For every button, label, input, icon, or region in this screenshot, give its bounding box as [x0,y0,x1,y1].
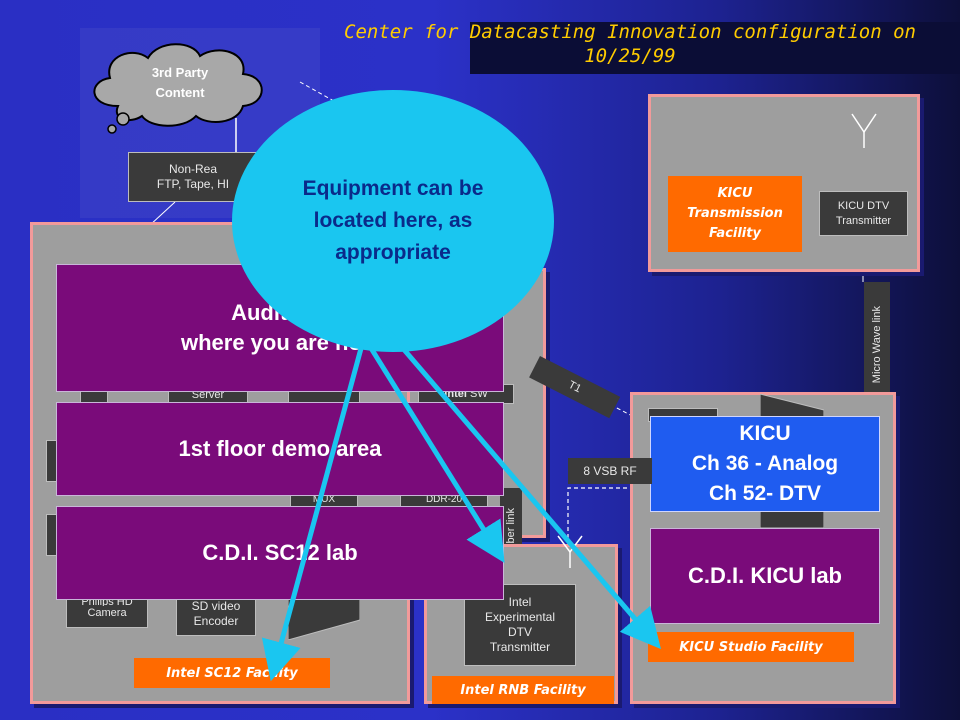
encoder-line-1: SD video [191,599,241,613]
rnb-tx-line-1: Intel [508,595,532,609]
rnb-tx-line-2: Experimental [484,610,556,624]
demo-area-label: 1st floor demo area [178,436,382,461]
arrow-to-rnb [353,322,505,563]
equipment-location-bubble: Equipment can be located here, as approp… [232,90,554,352]
first-floor-demo-area-box: 1st floor demo area [56,402,504,496]
microwave-link-strip: Micro Wave link [864,282,890,408]
camera-line-2: Camera [87,607,127,619]
non-real-line-2: FTP, Tape, HI [156,177,230,191]
rnb-tx-line-3: DTV [508,625,532,639]
kicu-channel-box: KICU Ch 36 - Analog Ch 52- DTV [650,416,880,512]
cloud-label-line-1: 3rd Party [151,65,209,80]
cdi-kicu-lab-box: C.D.I. KICU lab [650,528,880,624]
ddr-label: DDR-20 [425,494,463,505]
camera-line-1: Philips HD [81,598,133,606]
kicu-dtv-line-1: KICU DTV [837,199,890,212]
cloud-label: 3rd Party Content [130,63,230,103]
vsb-rf-label: 8 VSB RF [583,464,637,478]
kicu-tx-label-1: KICU [717,186,753,201]
title-band [470,22,960,74]
rnb-tx-line-4: Transmitter [489,640,551,654]
title-line-1: Center for Datacasting Innovation config… [344,21,916,43]
trapezoid-device-sc12 [288,590,360,640]
cloud-icon [93,43,263,134]
cloud-dashed-line [299,81,351,111]
mux-label: MUX [312,494,336,505]
kicu-tx-label-3: Facility [709,226,761,241]
t1-dashed-line [504,349,641,421]
intel-rnb-label-text: Intel RNB Facility [460,682,586,698]
page-title: Center for Datacasting Innovation config… [300,20,960,68]
kicu-transmission-label: KICU Transmission Facility [668,176,802,252]
arrow-to-sc12 [261,329,369,682]
encoder-line-2: Encoder [193,614,239,628]
bubble-text: Equipment can be located here, as approp… [302,177,484,264]
antenna-icon [851,113,877,148]
kicu-dtv-line-2: Transmitter [835,214,892,227]
intel-rnb-label: Intel RNB Facility [432,676,614,704]
cdi-kicu-lab-label: C.D.I. KICU lab [687,563,842,588]
non-real-line-1: Non-Rea [168,162,218,176]
rnb-antenna-icon [557,535,583,568]
kicu-channel-line-1: KICU [739,422,791,445]
cloud-label-line-2: Content [155,85,205,100]
vsb-dashed-line [567,487,650,545]
kicu-dtv-transmitter: KICU DTV Transmitter [819,191,908,236]
kicu-studio-label: KICU Studio Facility [648,632,854,662]
title-line-2: 10/25/99 [584,45,676,67]
kicu-studio-label-text: KICU Studio Facility [679,639,823,655]
kicu-channel-line-3: Ch 52- DTV [708,482,821,505]
cdi-sc12-lab-label: C.D.I. SC12 lab [202,540,358,565]
kicu-tx-label-2: Transmission [687,206,783,221]
server-label: Server [191,389,225,401]
arrow-to-kicu [380,322,662,650]
kicu-channel-line-2: Ch 36 - Analog [691,452,839,475]
vsb-rf-strip: 8 VSB RF [568,458,652,484]
